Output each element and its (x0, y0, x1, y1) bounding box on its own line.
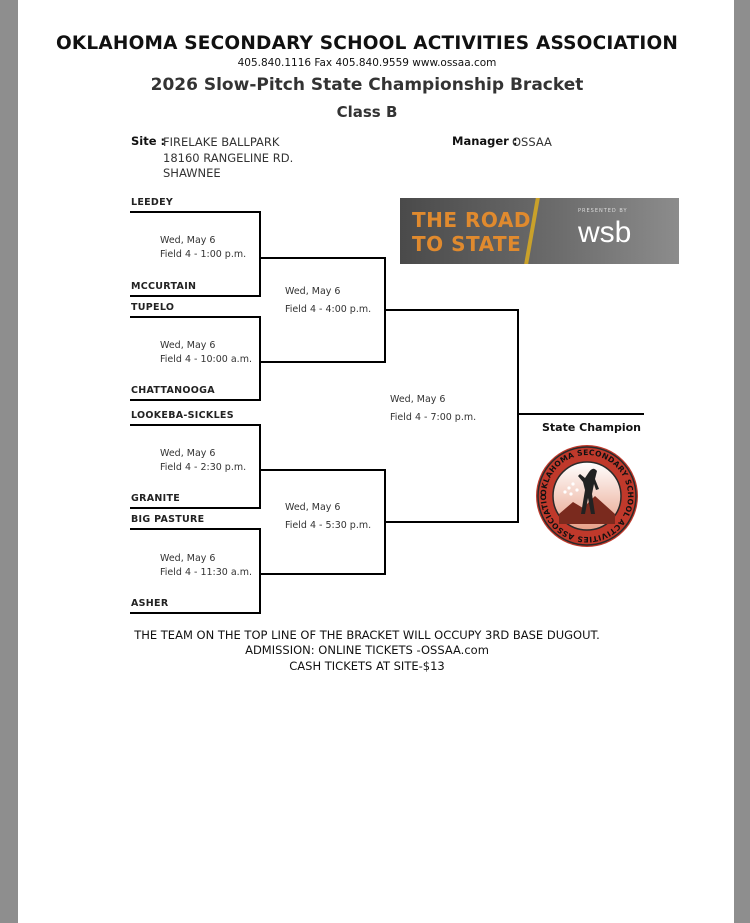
banner-line1: THE ROAD (412, 208, 531, 232)
game-date: Wed, May 6 (390, 394, 446, 405)
footer-dugout-note: THE TEAM ON THE TOP LINE OF THE BRACKET … (134, 628, 600, 642)
org-name: OKLAHOMA SECONDARY SCHOOL ACTIVITIES ASS… (55, 33, 679, 54)
game-date: Wed, May 6 (285, 286, 341, 297)
game-field: Field 4 - 7:00 p.m. (390, 412, 477, 423)
game-date: Wed, May 6 (160, 553, 216, 564)
champion-line (517, 413, 644, 415)
game-date: Wed, May 6 (285, 502, 341, 513)
road-to-state-banner: THE ROAD TO STATE PRESENTED BY wsb (400, 198, 679, 264)
bracket-line (517, 309, 519, 523)
bracket-line (130, 295, 261, 297)
team-7: BIG PASTURE (131, 514, 205, 525)
bracket-line (130, 399, 261, 401)
bracket-line (130, 316, 261, 318)
game-date: Wed, May 6 (160, 448, 216, 459)
bracket-line (130, 507, 261, 509)
sponsor-small-text: PRESENTED BY (578, 208, 628, 214)
game-date: Wed, May 6 (160, 235, 216, 246)
team-3: TUPELO (131, 302, 175, 313)
team-8: ASHER (131, 598, 169, 609)
game-info: Wed, May 6 Field 4 - 10:00 a.m. (160, 339, 252, 367)
game-field: Field 4 - 5:30 p.m. (285, 520, 372, 531)
game-info: Wed, May 6 Field 4 - 7:00 p.m. (390, 391, 476, 427)
footer-admission: ADMISSION: ONLINE TICKETS -OSSAA.com (245, 643, 489, 657)
bracket-line (259, 316, 261, 401)
bracket-line (130, 528, 261, 530)
banner-line2: TO STATE (412, 232, 522, 256)
bracket-line (259, 257, 386, 259)
team-5: LOOKEBA-SICKLES (131, 410, 234, 421)
team-4: CHATTANOOGA (131, 385, 215, 396)
team-6: GRANITE (131, 493, 181, 504)
manager-value: OSSAA (512, 135, 552, 149)
bracket-line (130, 424, 261, 426)
site-line2: 18160 RANGELINE RD. (163, 151, 294, 165)
logo-figure (578, 468, 599, 514)
bracket-line (259, 424, 261, 509)
contact-info: 405.840.1116 Fax 405.840.9559 www.ossaa.… (237, 57, 497, 69)
game-field: Field 4 - 4:00 p.m. (285, 304, 372, 315)
bracket-line (259, 528, 261, 614)
game-info: Wed, May 6 Field 4 - 11:30 a.m. (160, 552, 252, 580)
bracket-line (259, 211, 261, 297)
banner-text: THE ROAD TO STATE (412, 208, 531, 256)
game-date: Wed, May 6 (160, 340, 216, 351)
game-field: Field 4 - 2:30 p.m. (160, 462, 247, 473)
site-label: Site : (131, 134, 166, 148)
game-info: Wed, May 6 Field 4 - 4:00 p.m. (285, 283, 371, 319)
site-line3: SHAWNEE (163, 166, 221, 180)
bracket-line (384, 521, 519, 523)
game-info: Wed, May 6 Field 4 - 5:30 p.m. (285, 499, 371, 535)
site-line1: FIRELAKE BALLPARK (163, 135, 280, 149)
game-field: Field 4 - 10:00 a.m. (160, 354, 252, 365)
game-info: Wed, May 6 Field 4 - 1:00 p.m. (160, 234, 246, 262)
game-info: Wed, May 6 Field 4 - 2:30 p.m. (160, 447, 246, 475)
bracket-line (130, 612, 261, 614)
bracket-line (130, 211, 261, 213)
sponsor-logo: wsb (578, 216, 632, 249)
team-2: MCCURTAIN (131, 281, 197, 292)
manager-label: Manager : (452, 134, 518, 148)
bracket-line (259, 573, 386, 575)
logo-mountains (559, 496, 615, 524)
bracket-line (259, 469, 386, 471)
ossaa-logo: OKLAHOMA SECONDARY SCHOOL ACTIVITIES ASS… (535, 444, 638, 547)
footer-cash-tickets: CASH TICKETS AT SITE-$13 (289, 659, 445, 673)
bracket-line (259, 361, 386, 363)
team-1: LEEDEY (131, 197, 174, 208)
game-field: Field 4 - 1:00 p.m. (160, 249, 247, 260)
class-label: Class B (336, 103, 398, 121)
bracket-title: 2026 Slow-Pitch State Championship Brack… (150, 75, 584, 95)
logo-stars (563, 482, 579, 496)
state-champion-label: State Champion (542, 421, 641, 434)
game-field: Field 4 - 11:30 a.m. (160, 567, 252, 578)
bracket-line (384, 309, 519, 311)
